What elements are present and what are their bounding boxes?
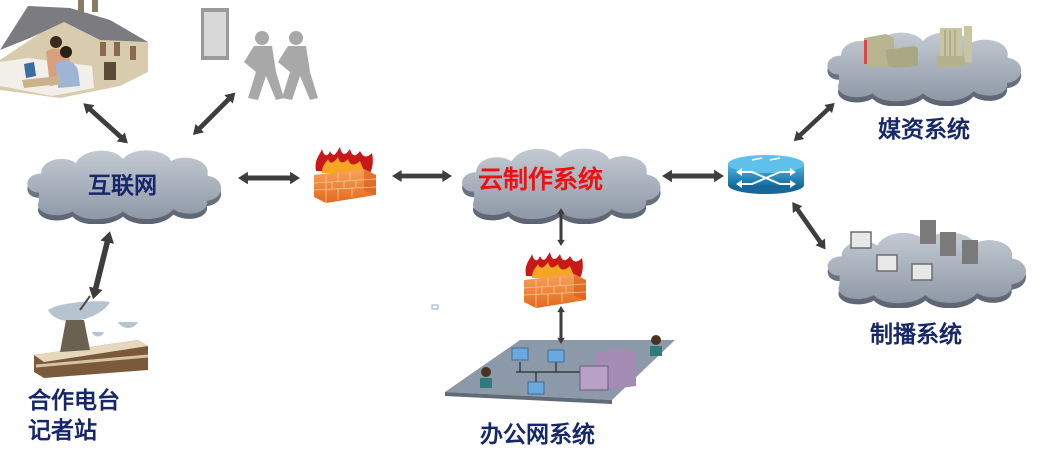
media-assets-label: 媒资系统 [878, 117, 970, 143]
partner-stations-label: 合作电台 记者站 [28, 386, 120, 446]
firewall-icon [313, 146, 377, 204]
stray-marker [431, 304, 439, 310]
arrow-mobile-internet [188, 88, 240, 140]
workstation-icon [850, 220, 978, 281]
internet-label: 互联网 [88, 173, 157, 199]
office-lan-icon [445, 335, 675, 404]
arrow-home-internet [79, 98, 132, 148]
arrow-internet-firewall [238, 171, 300, 185]
arrow-firewall-cloud [392, 170, 452, 182]
arrow-internet-satellite [86, 229, 117, 301]
arrow-firewall-office [557, 306, 565, 344]
arrow-switch-broadcast [787, 198, 831, 253]
media-assets-cloud[interactable] [827, 32, 1022, 106]
home-office-icon [0, 0, 148, 98]
mobile-users-icon [201, 8, 318, 100]
firewall-icon [523, 251, 587, 309]
storage-server-icon [864, 26, 972, 68]
partner-stations-label-line2: 记者站 [28, 418, 97, 444]
arrow-switch-media [789, 98, 839, 146]
arrow-cloud-switch [662, 169, 724, 183]
satellite-dish-icon [34, 295, 149, 378]
office-network-label: 办公网系统 [480, 422, 595, 448]
cloud-production-label: 云制作系统 [478, 165, 604, 194]
broadcast-control-label: 制播系统 [870, 322, 962, 348]
arrow-cloud-office-firewall [557, 208, 565, 246]
partner-stations-label-line1: 合作电台 [28, 388, 120, 414]
network-switch-icon[interactable] [728, 155, 804, 194]
